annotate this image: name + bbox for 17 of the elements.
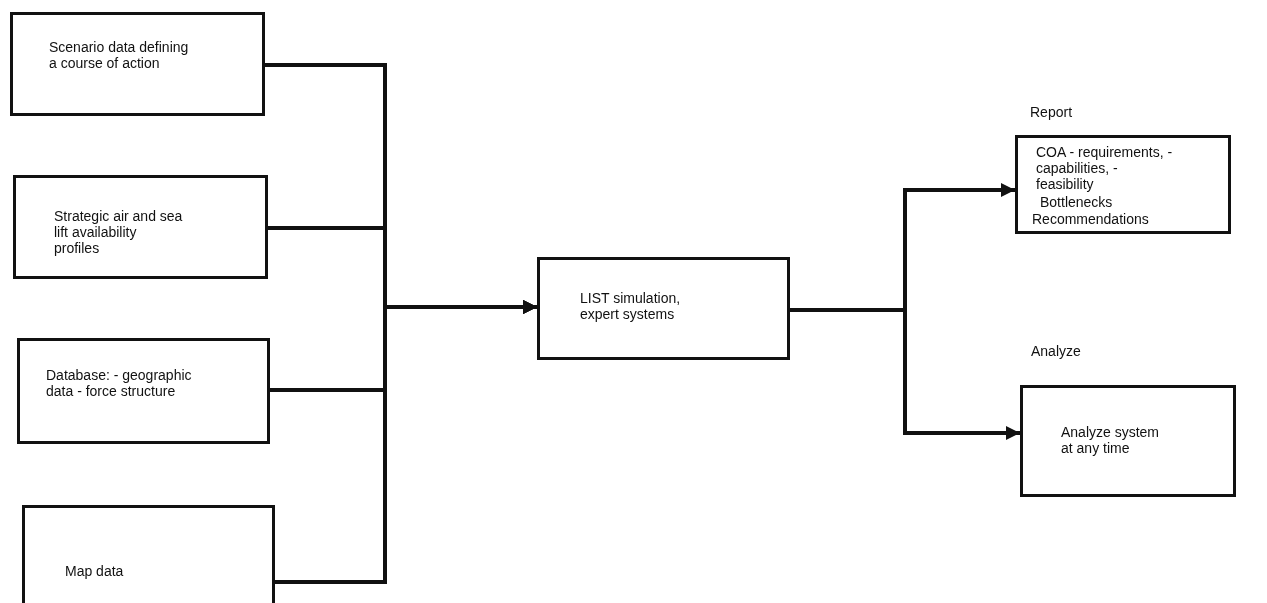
box-text: Recommendations xyxy=(1032,211,1150,227)
box-text: LIST simulation, expert systems xyxy=(580,290,682,322)
box-text: Map data xyxy=(65,563,125,579)
box-text: Bottlenecks xyxy=(1040,194,1114,210)
arrow xyxy=(790,308,1020,440)
box-text: Analyze system at any time xyxy=(1061,424,1161,456)
box-text: COA - requirements, - capabilities, - feasibility xyxy=(1036,144,1174,192)
process-box xyxy=(17,338,270,444)
box-text: Scenario data defining a course of action xyxy=(49,39,190,71)
process-box xyxy=(537,257,790,360)
process-box xyxy=(13,175,268,279)
box-text: Database: - geographic data - force structure xyxy=(46,367,193,399)
box-heading: Analyze xyxy=(1031,343,1081,359)
process-box xyxy=(10,12,265,116)
box-text: Strategic air and sea lift availability profiles xyxy=(54,208,184,256)
process-box xyxy=(22,505,275,603)
box-heading: Report xyxy=(1030,104,1073,120)
